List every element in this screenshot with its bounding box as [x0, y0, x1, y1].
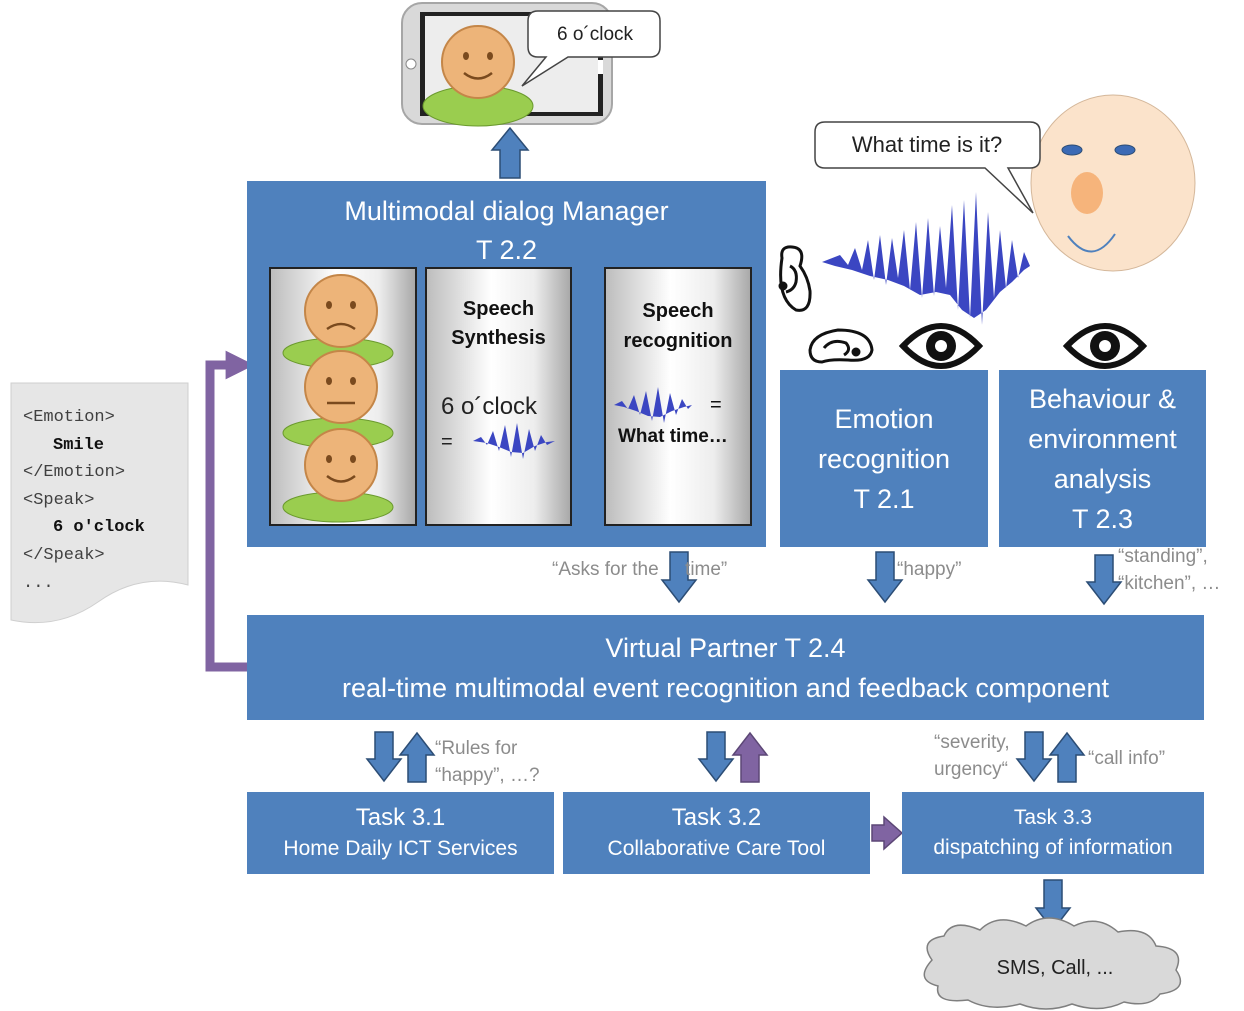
xml-document-shape: [10, 382, 189, 624]
label-severity-1: “severity,: [934, 732, 1010, 753]
recognition-equals: =: [710, 394, 722, 416]
face-icon: [1030, 94, 1196, 272]
arrow-task32-to-task33: [871, 815, 904, 851]
arrow-up-phone: [490, 126, 530, 179]
phone-bubble-text: 6 o´clock: [556, 24, 634, 45]
behaviour-line-1: Behaviour &: [1028, 383, 1177, 414]
phone-speech-bubble-shape: [521, 10, 661, 87]
label-happy: “happy”: [897, 559, 962, 580]
dialog-manager-code: T 2.2: [475, 235, 538, 265]
avatars-drawing: [282, 274, 394, 523]
doc-line-6: </Speak>: [23, 546, 105, 565]
behaviour-line-2: environment: [1028, 423, 1177, 454]
task-3-1-title: Task 3.1: [355, 804, 446, 831]
dialog-manager-title: Multimodal dialog Manager: [344, 196, 669, 226]
ear-icon: [778, 245, 812, 312]
arrows-task33: [1015, 731, 1086, 783]
synthesis-title-2: Synthesis: [451, 327, 546, 349]
feedback-loop-arrow: [205, 350, 255, 672]
arrow-down-behaviour: [1085, 554, 1123, 606]
task-3-1-box: Task 3.1 Home Daily ICT Services: [247, 792, 554, 874]
emotion-code: T 2.1: [853, 483, 915, 514]
synthesis-waveform-icon: [473, 423, 555, 459]
task-3-3-box: Task 3.3 dispatching of information: [902, 792, 1204, 874]
behaviour-code: T 2.3: [1071, 503, 1134, 534]
task-3-2-box: Task 3.2 Collaborative Care Tool: [563, 792, 870, 874]
speech-recognition-panel: Speech recognition = What time…: [604, 267, 752, 526]
label-kitchen: “kitchen”, …: [1118, 573, 1221, 594]
doc-line-4: <Speak>: [23, 491, 95, 510]
label-severity-2: urgency“: [934, 759, 1008, 780]
label-standing: “standing”,: [1118, 546, 1208, 567]
virtual-partner-line-1: Virtual Partner T 2.4: [605, 632, 846, 663]
speech-synthesis-panel: Speech Synthesis 6 o´clock =: [425, 267, 572, 526]
arrow-down-dialog: [660, 551, 698, 604]
recognition-waveform-icon: [614, 387, 692, 423]
task-3-2-subtitle: Collaborative Care Tool: [607, 837, 826, 860]
face-speech-bubble-shape: [814, 121, 1041, 214]
avatar-panel: [269, 267, 417, 526]
face-bubble-text: What time is it?: [851, 132, 1003, 157]
doc-line-2: Smile: [53, 436, 105, 455]
behaviour-line-3: analysis: [1053, 463, 1152, 494]
waveform-icon: [822, 192, 1030, 325]
label-rules-2: “happy”, …?: [435, 765, 540, 786]
task-3-3-title: Task 3.3: [1013, 806, 1093, 829]
cloud-text: SMS, Call, ...: [996, 956, 1114, 979]
arrow-down-emotion: [866, 551, 904, 604]
behaviour-analysis-box: Behaviour & environment analysis T 2.3: [999, 370, 1206, 547]
synthesis-equals: =: [441, 431, 453, 453]
task-3-1-subtitle: Home Daily ICT Services: [283, 837, 518, 860]
task-3-2-title: Task 3.2: [671, 804, 762, 831]
arrow-down-cloud: [1034, 879, 1072, 932]
eye-icon-behaviour: [1062, 323, 1148, 369]
label-call-info: “call info”: [1088, 748, 1166, 769]
label-rules-1: “Rules for: [435, 738, 518, 759]
emotion-recognition-box: Emotion recognition T 2.1: [780, 370, 988, 547]
virtual-partner-line-2: real-time multimodal event recognition a…: [342, 672, 1109, 703]
label-asks-time: “Asks for the time”: [552, 559, 728, 580]
synthesis-title-1: Speech: [462, 298, 535, 320]
doc-line-7: ...: [23, 574, 54, 593]
synthesis-text: 6 o´clock: [441, 393, 538, 420]
emotion-line-2: recognition: [817, 443, 951, 474]
happy-avatar-icon: [282, 428, 394, 523]
recognition-title-1: Speech: [642, 300, 714, 322]
recognition-text: What time…: [618, 426, 728, 447]
doc-line-5: 6 o'clock: [53, 518, 145, 537]
emotion-line-1: Emotion: [834, 403, 934, 434]
virtual-partner-box: Virtual Partner T 2.4 real-time multimod…: [247, 615, 1204, 720]
cloud-shape: [923, 917, 1182, 1010]
arrows-task32: [697, 731, 769, 783]
recognition-title-2: recognition: [623, 330, 733, 352]
ear-small-icon: [808, 328, 874, 364]
eye-icon-emotion: [898, 323, 984, 369]
doc-line-1: <Emotion>: [23, 408, 115, 427]
arrows-task31: [365, 731, 436, 783]
doc-line-3: </Emotion>: [23, 463, 126, 482]
task-3-3-subtitle: dispatching of information: [933, 836, 1173, 859]
